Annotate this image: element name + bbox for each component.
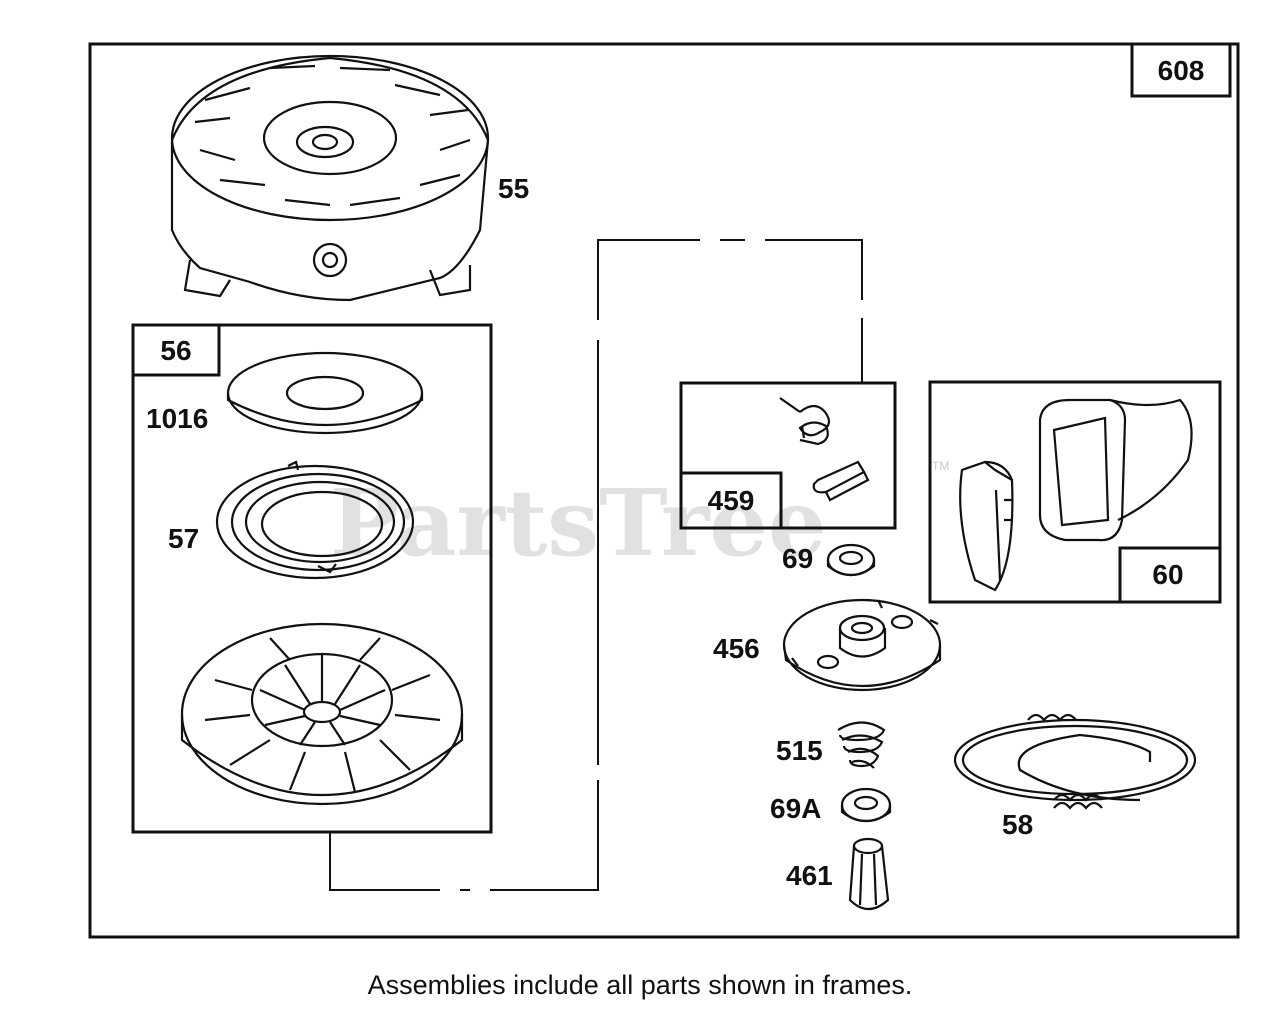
label-461: 461: [786, 860, 833, 891]
leader-lines: [329, 239, 863, 891]
watermark-tm: TM: [932, 459, 949, 473]
label-60: 60: [1152, 559, 1183, 590]
label-55: 55: [498, 173, 529, 204]
label-69a: 69A: [770, 793, 821, 824]
label-56: 56: [160, 335, 191, 366]
pawl-part: [812, 460, 870, 502]
label-515: 515: [776, 735, 823, 766]
label-459: 459: [708, 485, 755, 516]
frame-60: [928, 380, 1222, 604]
label-57: 57: [168, 523, 199, 554]
label-456: 456: [713, 633, 760, 664]
starter-handle-part-60: [959, 398, 1193, 592]
pulley: [180, 622, 464, 806]
retainer-part-461: [848, 837, 890, 911]
label-608: 608: [1158, 55, 1205, 86]
washer-part-69a: [840, 787, 892, 823]
label-58: 58: [1002, 809, 1033, 840]
frame-56: [131, 323, 493, 834]
label-box-56: [131, 323, 221, 377]
label-box-608: [1130, 42, 1232, 98]
spring-part-515: [837, 721, 886, 769]
washer-part-69: [826, 543, 876, 577]
ratchet-part-456: [782, 598, 942, 692]
label-box-459: [679, 471, 783, 530]
spring-part-57: [215, 460, 415, 580]
outer-frame: [88, 42, 1240, 939]
starter-housing-part-55: [170, 54, 490, 302]
washer-part-1016: [226, 351, 424, 435]
label-box-60: [1118, 546, 1222, 604]
label-69: 69: [782, 543, 813, 574]
caption: Assemblies include all parts shown in fr…: [367, 970, 913, 1000]
pawl-spring-part: [779, 397, 831, 446]
rope-part-58: [953, 713, 1197, 810]
label-1016: 1016: [146, 403, 208, 434]
frame-459: [679, 381, 897, 530]
